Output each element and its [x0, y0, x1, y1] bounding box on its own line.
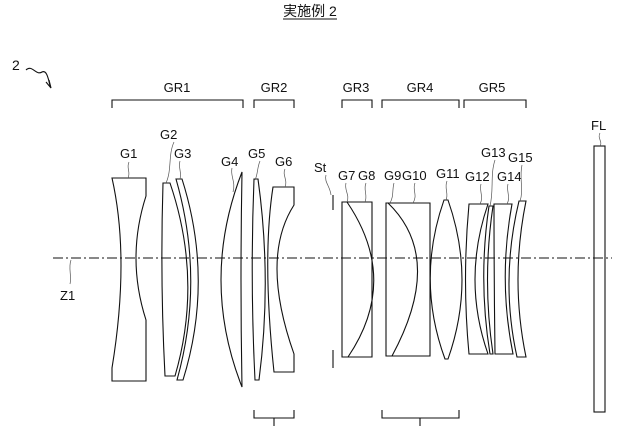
- lens-g14: [493, 203, 514, 355]
- label-g8: G8: [358, 168, 375, 183]
- label-g4: G4: [221, 154, 238, 169]
- group-label-gr2: GR2: [261, 80, 288, 95]
- filter-fl: [593, 145, 606, 413]
- group-label-gr5: GR5: [479, 80, 506, 95]
- label-g14: G14: [497, 169, 522, 184]
- lens-g7-g8: [341, 201, 375, 358]
- ref-squiggle-arrow: [25, 67, 51, 87]
- axis-leader: [69, 259, 72, 285]
- lens-elements: [111, 145, 606, 413]
- lens-g11: [429, 199, 463, 360]
- label-g3: G3: [174, 146, 191, 161]
- label-g10: G10: [402, 168, 427, 183]
- ref-arrowhead: [45, 79, 52, 89]
- figure-title: 実施例 2: [283, 3, 337, 19]
- gr4-movement-arrow: [381, 410, 460, 426]
- label-g5: G5: [248, 146, 265, 161]
- label-fl: FL: [591, 118, 606, 133]
- lens-g1: [111, 177, 147, 382]
- figure-ref-number: 2: [12, 57, 20, 73]
- label-g13: G13: [481, 145, 506, 160]
- lens-g2: [161, 182, 189, 377]
- label-st: St: [314, 160, 327, 175]
- label-g11: G11: [436, 166, 460, 181]
- label-g1: G1: [120, 146, 137, 161]
- group-label-gr4: GR4: [407, 80, 434, 95]
- lens-g12: [464, 203, 489, 355]
- label-g7: G7: [338, 168, 355, 183]
- label-g9: G9: [384, 168, 401, 183]
- group-label-gr3: GR3: [343, 80, 370, 95]
- lens-labels: G1 G2 G3 G4 G5 G6 St G7 G8 G9 G10 G11 G1…: [120, 118, 606, 207]
- label-g12: G12: [465, 169, 490, 184]
- lens-g5: [251, 178, 266, 381]
- lens-g3: [175, 178, 199, 381]
- lens-g9-g10: [385, 202, 431, 357]
- group-brackets: GR1 GR2 GR3 GR4 GR5: [111, 80, 527, 108]
- axis-label-z1: Z1: [60, 288, 75, 303]
- label-g2: G2: [160, 127, 177, 142]
- lens-g15: [508, 200, 527, 358]
- gr2-movement-arrow: [253, 410, 295, 426]
- label-g6: G6: [275, 154, 292, 169]
- group-label-gr1: GR1: [164, 80, 191, 95]
- lens-g6: [267, 186, 295, 373]
- lens-g13: [483, 205, 494, 355]
- label-g15: G15: [508, 150, 533, 165]
- lens-g4: [220, 171, 243, 388]
